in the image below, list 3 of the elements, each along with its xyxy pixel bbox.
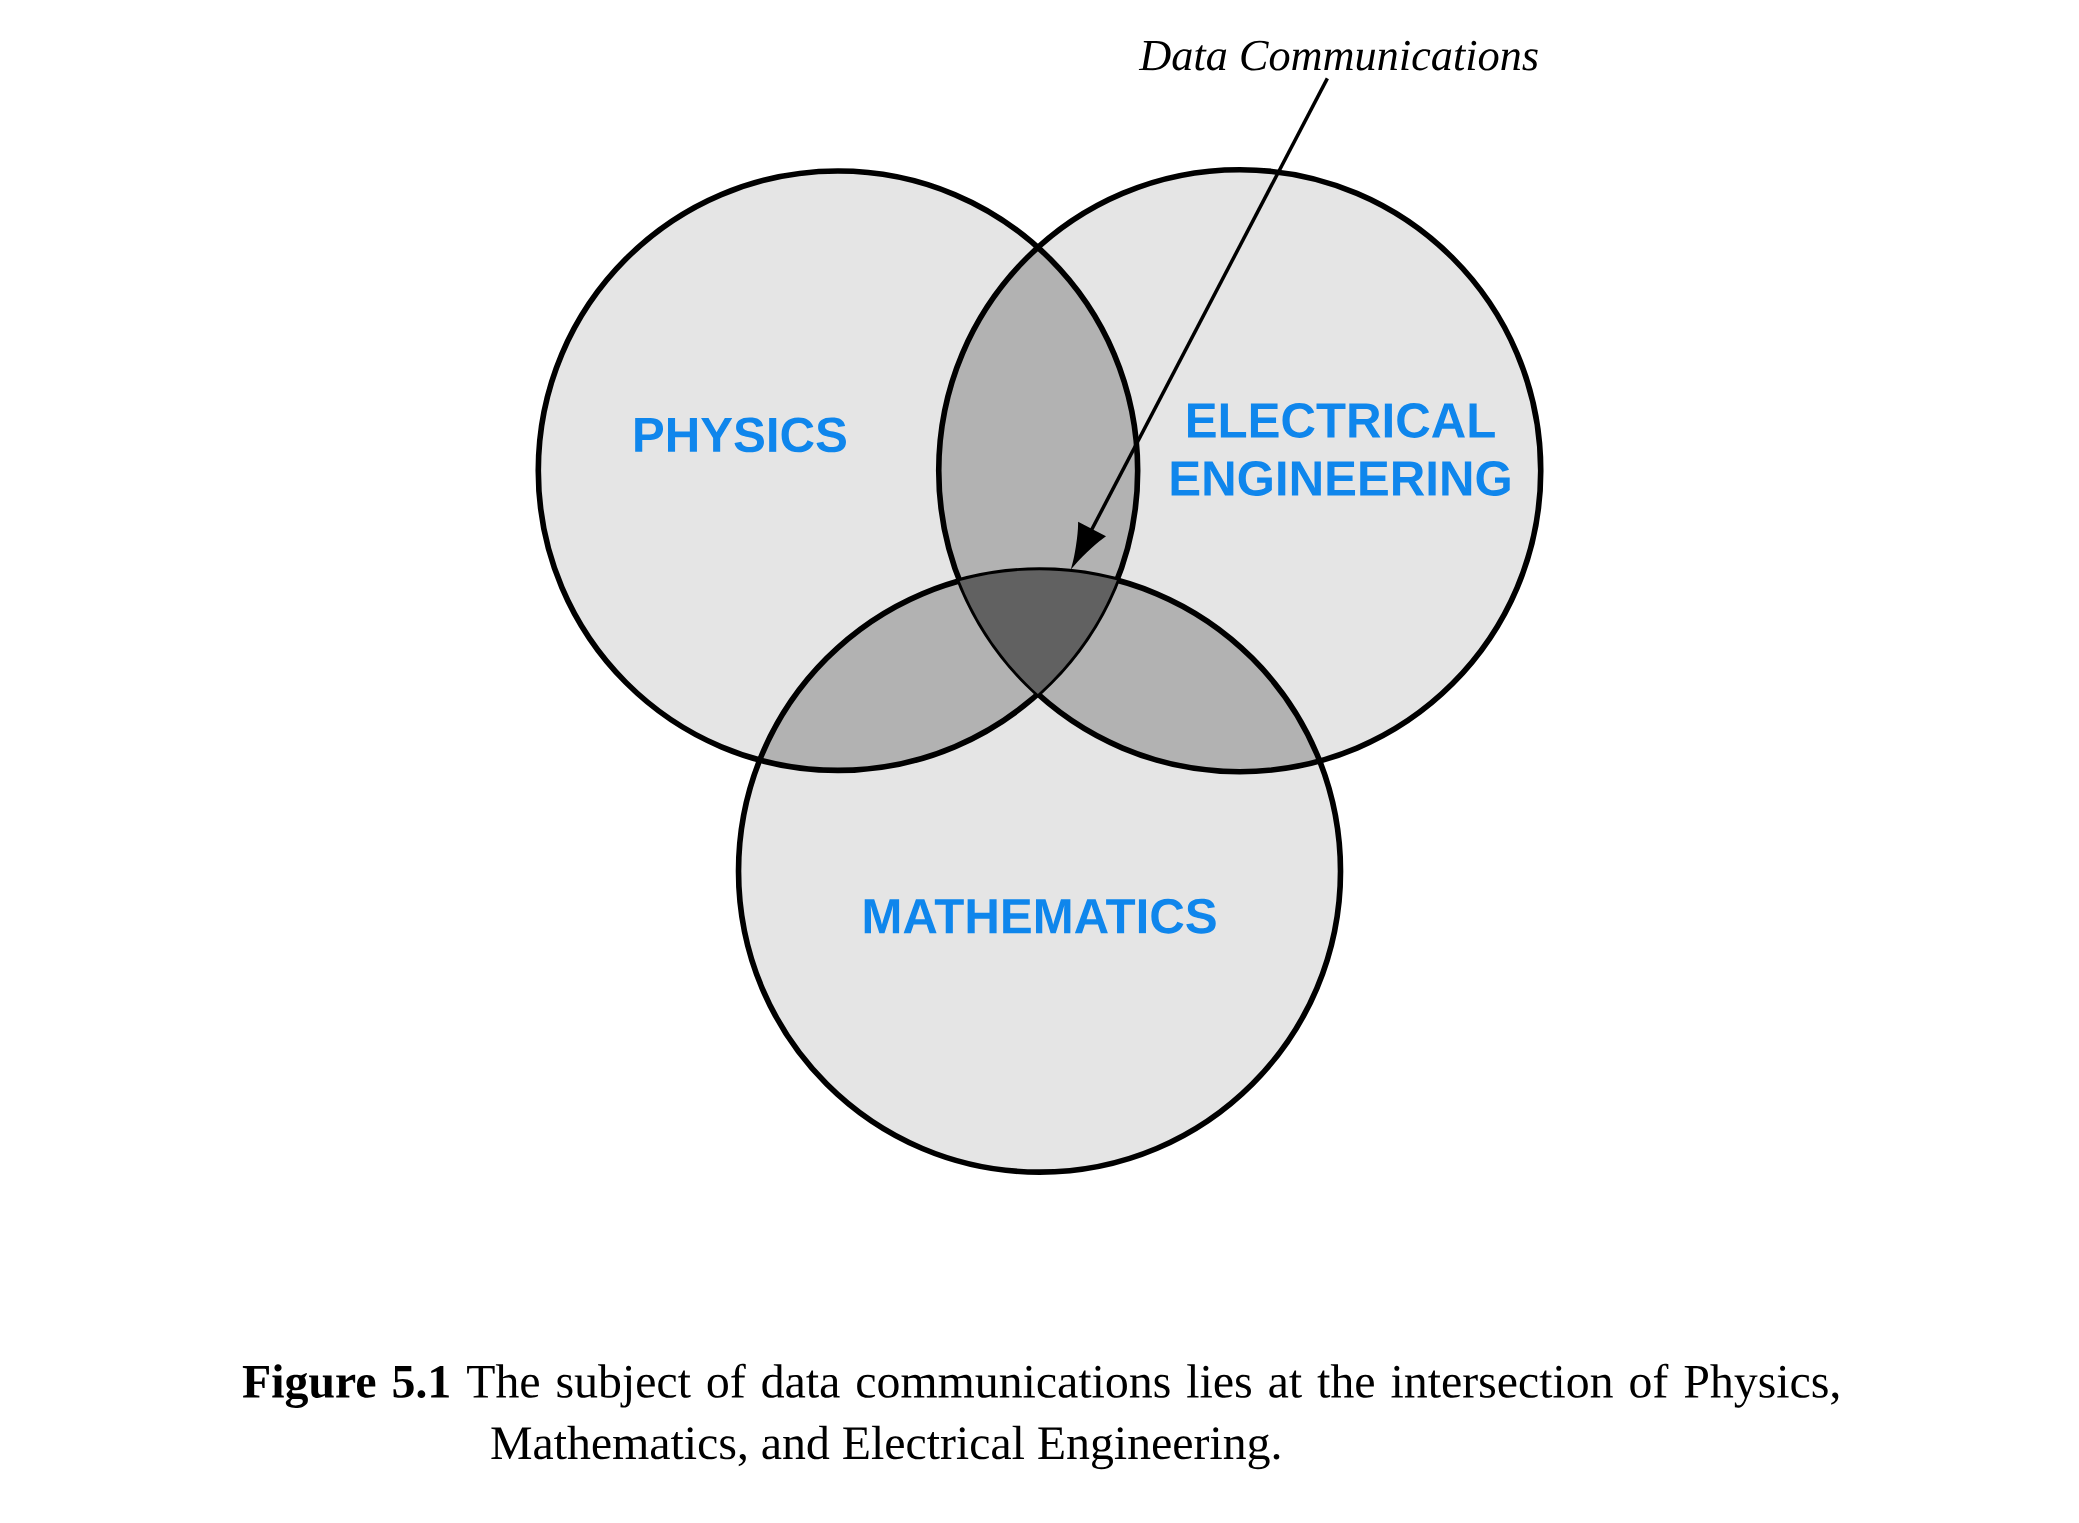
intersection-region <box>959 569 1117 694</box>
annotation-text: Data Communications <box>1138 40 1538 71</box>
caption: Figure 5.1 The subject of data communications lies at the intersection of Physics, Mathematics, and Electrical Engineering. <box>242 1363 1839 1469</box>
